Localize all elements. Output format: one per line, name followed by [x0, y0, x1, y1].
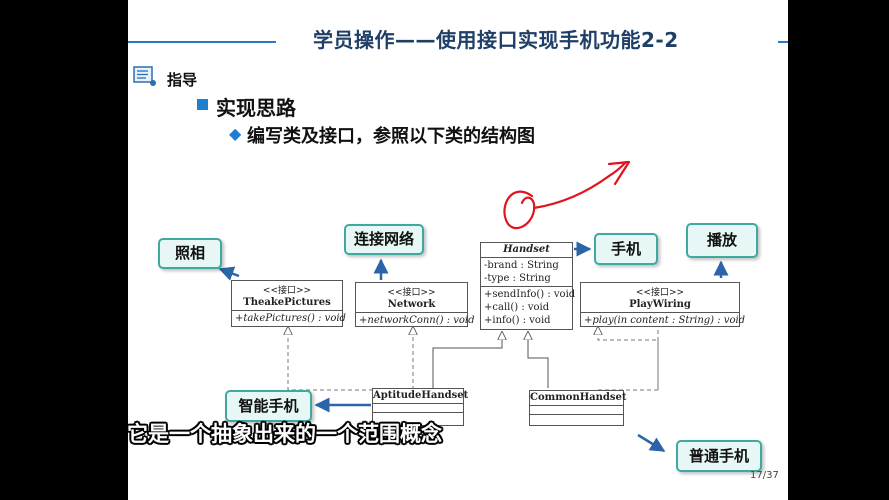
- uml-network-method: +networkConn() : void: [356, 312, 475, 328]
- title-rule-left: [128, 41, 276, 43]
- uml-handset-name: Handset: [503, 244, 550, 255]
- callout-smart-phone: 智能手机: [225, 390, 312, 422]
- callout-play: 播放: [686, 223, 758, 258]
- callout-normal-phone: 普通手机: [676, 440, 762, 472]
- uml-handset-class: Handset -brand : String -type : String +…: [480, 242, 576, 330]
- diagram-connectors: [218, 160, 729, 453]
- uml-network-interface: <<接口>> Network +networkConn() : void: [355, 282, 475, 328]
- video-subtitle: 它是一个抽象出来的一个范围概念: [127, 422, 442, 446]
- uml-handset-attr: -brand : String: [484, 260, 559, 271]
- uml-handset-attr: -type : String: [484, 273, 551, 284]
- uml-network-name: Network: [387, 299, 436, 310]
- guide-label: 指导: [167, 71, 198, 89]
- slide: 学员操作——使用接口实现手机功能2-2 指导 实现思路 ◆ 编写类及接口，参照以…: [128, 0, 788, 500]
- slide-title: 学员操作——使用接口实现手机功能2-2: [313, 28, 679, 52]
- uml-aptitudehandset-name: AptitudeHandset: [373, 390, 469, 401]
- page-number: 17/37: [750, 470, 779, 481]
- uml-stereotype: <<接口>>: [387, 288, 436, 298]
- diamond-bullet-icon: ◆: [229, 124, 242, 143]
- callout-network: 连接网络: [344, 224, 424, 255]
- uml-theakepictures-interface: <<接口>> TheakePictures +takePictures() : …: [231, 280, 346, 327]
- callout-phone: 手机: [594, 233, 658, 265]
- uml-stereotype: <<接口>>: [635, 288, 685, 298]
- square-bullet-icon: [197, 99, 208, 110]
- callout-photo: 照相: [158, 238, 222, 269]
- uml-handset-method: +info() : void: [484, 315, 551, 326]
- uml-aptitudehandset-class: AptitudeHandset: [372, 388, 469, 426]
- section-heading: 实现思路: [216, 96, 296, 120]
- uml-commonhandset-name: CommonHandset: [530, 392, 627, 403]
- uml-handset-method: +sendInfo() : void: [484, 289, 576, 300]
- uml-commonhandset-class: CommonHandset: [529, 390, 627, 426]
- uml-playwiring-interface: <<接口>> PlayWiring +play(in content : Str…: [580, 282, 745, 328]
- photo-pointer: [218, 266, 240, 281]
- guide-icon: [133, 66, 156, 86]
- uml-theakepictures-method: +takePictures() : void: [232, 310, 346, 326]
- uml-theakepictures-name: TheakePictures: [243, 297, 331, 308]
- uml-stereotype: <<接口>>: [262, 286, 312, 296]
- title-rule-right: [778, 41, 788, 43]
- uml-handset-method: +call() : void: [484, 302, 550, 313]
- red-annotation: [503, 160, 631, 230]
- section-subheading: 编写类及接口，参照以下类的结构图: [247, 126, 535, 147]
- uml-playwiring-method: +play(in content : String) : void: [581, 312, 745, 328]
- normal-pointer: [637, 433, 666, 453]
- uml-playwiring-name: PlayWiring: [629, 299, 691, 310]
